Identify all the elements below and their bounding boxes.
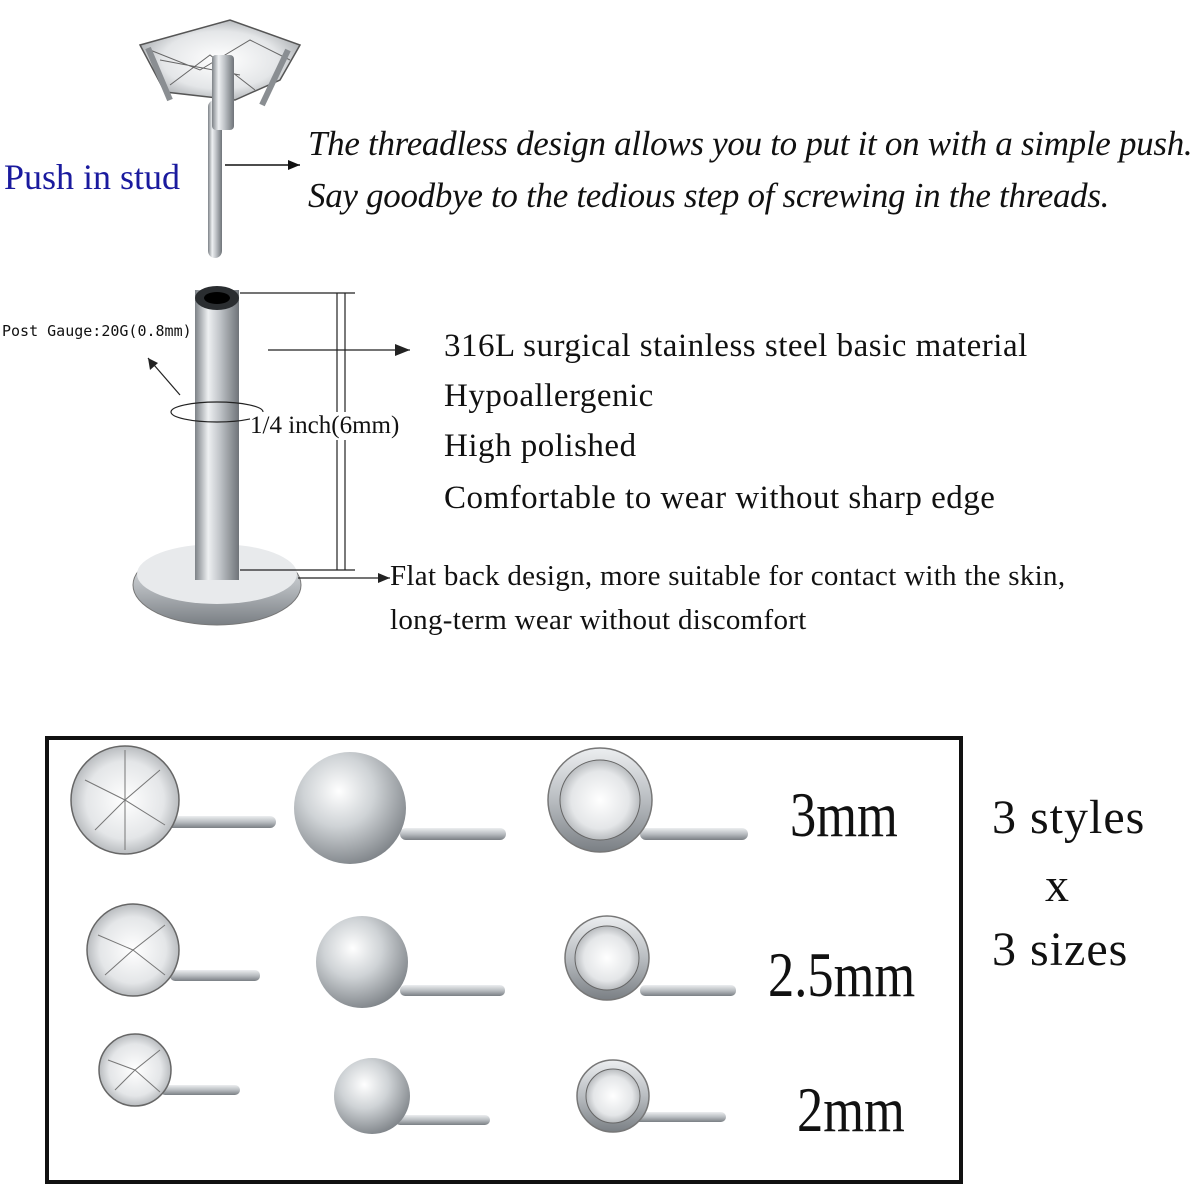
feature-material: 316L surgical stainless steel basic mate…: [444, 328, 1028, 364]
cz-prong-stud-2mm: [98, 1033, 240, 1107]
feature-polished: High polished: [444, 428, 637, 464]
ball-stud-2mm: [334, 1058, 490, 1134]
sizes-count-label: 3 sizes: [992, 923, 1129, 976]
labret-back-image: [132, 286, 302, 626]
ball-stud-2-5mm: [316, 916, 505, 1008]
bezel-stud-3mm: [547, 747, 748, 853]
ball-stud-3mm: [294, 752, 506, 864]
bezel-stud-2mm: [576, 1059, 726, 1133]
flat-back-line2: long-term wear without discomfort: [390, 604, 807, 636]
styles-count-label: 3 styles: [992, 791, 1146, 844]
dimension-lines: [147, 292, 410, 583]
size-grid-frame: [45, 736, 963, 1184]
threadless-description-line1: The threadless design allows you to put …: [308, 124, 1193, 163]
threadless-description-line2: Say goodbye to the tedious step of screw…: [308, 176, 1110, 215]
push-arrow: [225, 160, 300, 170]
post-gauge-label: Post Gauge:20G(0.8mm): [2, 322, 192, 340]
push-in-stud-image: [138, 19, 302, 258]
times-label: x: [1045, 859, 1070, 912]
flat-back-line1: Flat back design, more suitable for cont…: [390, 560, 1066, 592]
cz-prong-stud-3mm: [70, 745, 276, 855]
cz-prong-stud-2-5mm: [86, 903, 260, 997]
bezel-stud-2-5mm: [564, 915, 736, 1001]
size-label-3mm: 3mm: [790, 779, 898, 850]
style-grid-images: [70, 745, 748, 1134]
post-length-label: 1/4 inch(6mm): [250, 412, 400, 440]
feature-comfortable: Comfortable to wear without sharp edge: [444, 480, 996, 516]
size-label-2-5mm: 2.5mm: [768, 939, 916, 1010]
feature-hypoallergenic: Hypoallergenic: [444, 378, 654, 414]
push-in-stud-label: Push in stud: [4, 157, 181, 197]
size-label-2mm: 2mm: [797, 1074, 905, 1145]
